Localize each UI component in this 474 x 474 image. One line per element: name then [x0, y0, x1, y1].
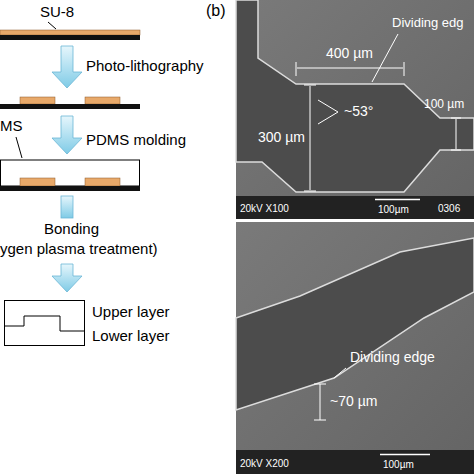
panel-label: (b) — [206, 2, 226, 20]
step-note: ygen plasma treatment) — [0, 241, 158, 258]
sem-info: 20kV X200 — [240, 458, 289, 469]
dimension-label: 100 µm — [424, 98, 464, 111]
step-lithography — [0, 97, 140, 109]
layer-label: SU-8 — [40, 4, 74, 21]
step-spin-coat — [0, 22, 140, 40]
angle-label: ~53° — [344, 104, 373, 119]
layer-label: Upper layer — [92, 304, 170, 321]
dimension-label: ~70 µm — [330, 394, 377, 409]
scale-label: 100µm — [383, 459, 414, 470]
process-arrow — [52, 264, 82, 292]
step-label: Photo-lithography — [86, 58, 204, 75]
sem-info: 20kV X100 — [240, 203, 289, 214]
sem-image-bottom — [236, 222, 474, 474]
scale-label: 100µm — [378, 204, 409, 215]
step-label: Bonding — [44, 221, 99, 238]
layer-label: MS — [0, 118, 23, 135]
dimension-label: 300 µm — [258, 130, 305, 145]
bonded-device — [5, 301, 85, 346]
feature-label: Dividing edge — [350, 350, 435, 365]
layer-label: Lower layer — [92, 328, 170, 345]
process-arrow — [52, 116, 82, 154]
feature-label: Dividing edg — [392, 16, 464, 30]
process-arrow — [61, 196, 73, 218]
dimension-label: 400 µm — [326, 46, 373, 61]
step-label: PDMS molding — [86, 132, 186, 149]
sem-image-top — [236, 0, 474, 219]
process-arrow — [52, 46, 82, 88]
sem-info: 0306 — [438, 203, 460, 214]
